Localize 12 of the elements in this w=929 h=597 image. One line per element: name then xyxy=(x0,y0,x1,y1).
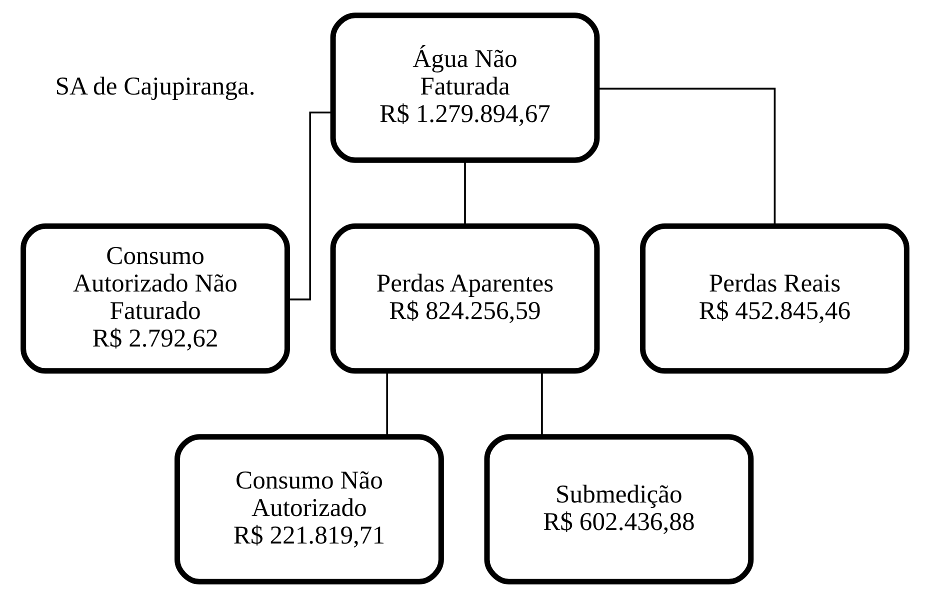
connector xyxy=(540,371,542,437)
node-box: Consumo Autorizado Não Faturado R$ 2.792,62 xyxy=(20,223,290,374)
node-box: Perdas Reais R$ 452.845,46 xyxy=(640,223,909,374)
label: SA de Cajupiranga. xyxy=(54,72,255,101)
connector xyxy=(464,160,466,226)
node-box: Consumo Não Autorizado R$ 221.819,71 xyxy=(174,434,444,584)
node-box: Perdas Aparentes R$ 824.256,59 xyxy=(330,223,600,374)
connector xyxy=(386,371,388,437)
connector xyxy=(286,112,332,300)
node-box: Submedição R$ 602.436,88 xyxy=(484,434,754,584)
connector xyxy=(596,88,776,226)
node-box: Água Não Faturada R$ 1.279.894,67 xyxy=(330,12,600,163)
